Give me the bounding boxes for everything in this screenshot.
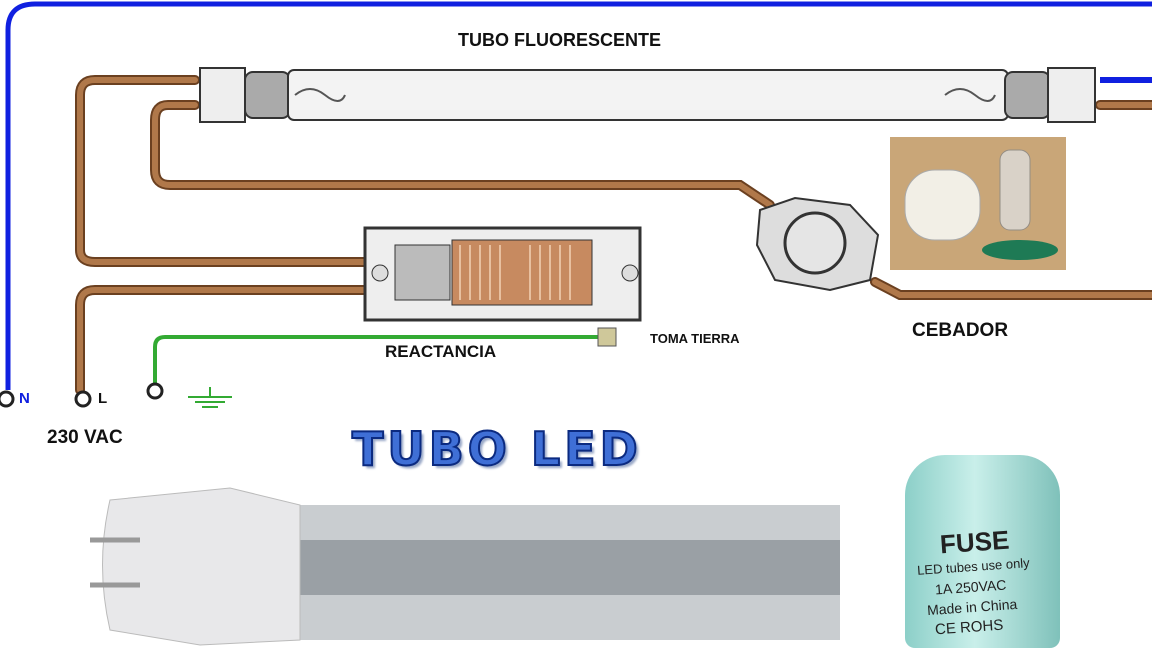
- fuse-line3: Made in China: [926, 595, 1018, 619]
- neutral-wire: [5, 1, 1152, 390]
- earth-label: TOMA TIERRA: [650, 331, 740, 346]
- starter-label: CEBADOR: [912, 320, 1009, 341]
- starter-photo: [890, 137, 1066, 270]
- fluorescent-tube: [199, 67, 1096, 123]
- fuse-line1: LED tubes use only: [916, 555, 1031, 578]
- ballast-label: REACTANCIA: [385, 342, 497, 361]
- earth-wire: [153, 335, 605, 385]
- led-tube-photo: [90, 487, 840, 646]
- fuse-line2: 1A 250VAC: [934, 576, 1007, 598]
- fuse-line4: CE ROHS: [934, 616, 1004, 639]
- line-label: L: [98, 390, 108, 407]
- fuse-photo: FUSE LED tubes use only 1A 250VAC Made i…: [905, 455, 1060, 648]
- led-title: TUBO LED: [351, 421, 642, 477]
- starter: [755, 196, 880, 292]
- earth-terminal-icon: [146, 382, 164, 400]
- tube-title: TUBO FLUORESCENTE: [458, 30, 662, 50]
- earth-terminal-icon: [597, 327, 617, 347]
- voltage-label: 230 VAC: [47, 427, 123, 448]
- ground-symbol-icon: [188, 387, 232, 408]
- line-terminal-icon: [74, 390, 92, 408]
- fuse-title: FUSE: [939, 524, 1011, 560]
- ballast: [363, 226, 642, 322]
- neutral-label: N: [19, 390, 30, 407]
- neutral-terminal-icon: [0, 390, 15, 408]
